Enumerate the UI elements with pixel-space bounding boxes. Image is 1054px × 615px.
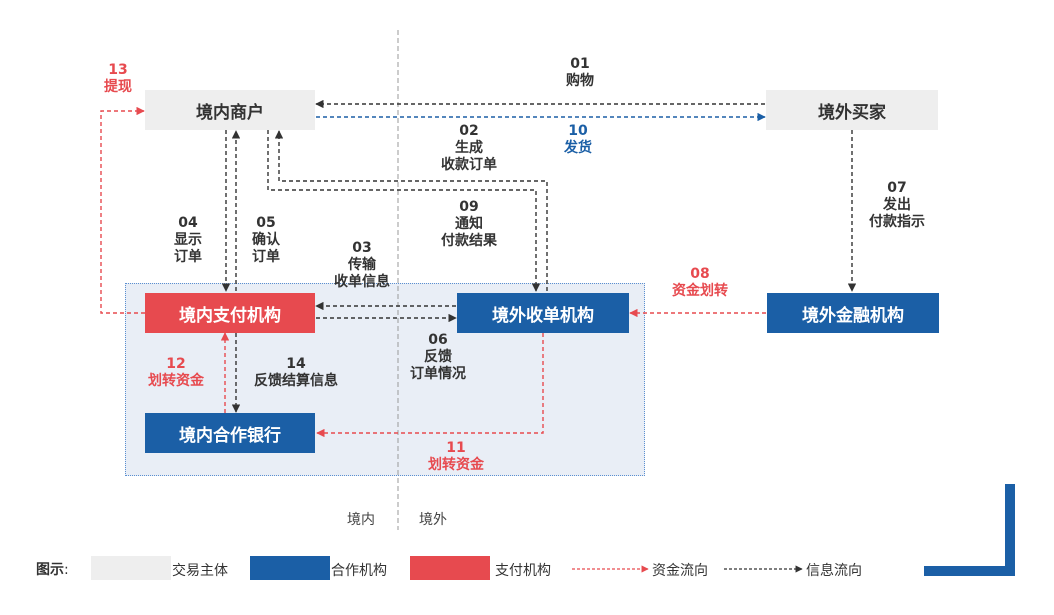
step-14-num: 14 [286, 356, 306, 372]
step-02-label: 02 生成 收款订单 [424, 123, 514, 174]
step-08-text: 资金划转 [672, 283, 728, 299]
step-12-num: 12 [166, 356, 186, 372]
step-03-text-2: 收单信息 [334, 274, 390, 290]
node-overseas-acquirer: 境外收单机构 [457, 293, 629, 333]
arrow-11-transfer-funds [316, 333, 544, 438]
step-06-label: 06 反馈 订单情况 [398, 332, 478, 383]
step-03-num: 03 [352, 240, 372, 256]
legend-title-text: 图示 [36, 562, 64, 578]
node-overseas-financial-institution: 境外金融机构 [767, 293, 939, 333]
step-02-text-1: 生成 [455, 140, 483, 156]
step-07-num: 07 [887, 180, 907, 196]
legend-partner-swatch [250, 556, 330, 580]
step-09-text-2: 付款结果 [441, 233, 497, 249]
corner-decoration-vertical [1005, 484, 1015, 576]
step-13-num: 13 [108, 62, 128, 78]
step-06-text-2: 订单情况 [410, 366, 466, 382]
step-10-text: 发货 [564, 140, 592, 156]
step-13-label: 13 提现 [98, 62, 138, 96]
step-03-text-1: 传输 [348, 257, 376, 273]
legend-subject-label: 交易主体 [172, 563, 228, 579]
step-04-num: 04 [178, 215, 198, 231]
legend-title: 图示: [36, 559, 69, 579]
step-02-text-2: 收款订单 [441, 157, 497, 173]
step-07-label: 07 发出 付款指示 [855, 180, 939, 231]
arrow-09-notify-result [274, 130, 548, 291]
step-06-text-1: 反馈 [424, 349, 452, 365]
legend-payment-label: 支付机构 [495, 563, 551, 579]
arrow-02-create-order [267, 130, 541, 292]
step-04-text-1: 显示 [174, 232, 202, 248]
step-04-label: 04 显示 订单 [166, 215, 210, 266]
step-13-text: 提现 [104, 79, 132, 95]
step-02-num: 02 [459, 123, 479, 139]
node-domestic-partner-bank: 境内合作银行 [145, 413, 315, 453]
step-11-num: 11 [446, 440, 466, 456]
step-14-label: 14 反馈结算信息 [244, 356, 348, 390]
step-03-label: 03 传输 收单信息 [322, 240, 402, 291]
step-04-text-2: 订单 [174, 249, 202, 265]
legend-partner-label: 合作机构 [331, 563, 387, 579]
step-07-text-2: 付款指示 [869, 214, 925, 230]
legend-subject-swatch [91, 556, 171, 580]
step-01-text: 购物 [566, 73, 594, 89]
arrow-13-withdraw [100, 106, 145, 314]
step-06-num: 06 [428, 332, 448, 348]
step-11-text: 划转资金 [428, 457, 484, 473]
step-10-label: 10 发货 [558, 123, 598, 157]
step-10-num: 10 [568, 123, 588, 139]
legend-payment-swatch [410, 556, 490, 580]
legend-title-colon: : [64, 562, 69, 578]
legend-info-flow-label: 信息流向 [806, 563, 862, 579]
step-09-num: 09 [459, 199, 479, 215]
step-12-text: 划转资金 [148, 373, 204, 389]
step-01-label: 01 购物 [562, 56, 598, 90]
node-domestic-payment-institution: 境内支付机构 [145, 293, 315, 333]
step-14-text: 反馈结算信息 [254, 373, 338, 389]
step-05-label: 05 确认 订单 [244, 215, 288, 266]
step-08-num: 08 [690, 266, 710, 282]
step-05-text-2: 订单 [252, 249, 280, 265]
node-domestic-merchant: 境内商户 [145, 90, 315, 130]
region-domestic-label: 境内 [347, 512, 375, 528]
step-12-label: 12 划转资金 [138, 356, 214, 390]
step-07-text-1: 发出 [883, 197, 911, 213]
step-11-label: 11 划转资金 [418, 440, 494, 474]
node-overseas-buyer: 境外买家 [766, 90, 938, 130]
step-08-label: 08 资金划转 [662, 266, 738, 300]
legend-fund-flow-label: 资金流向 [652, 563, 708, 579]
step-09-text-1: 通知 [455, 216, 483, 232]
step-01-num: 01 [570, 56, 590, 72]
step-05-num: 05 [256, 215, 276, 231]
step-09-label: 09 通知 付款结果 [424, 199, 514, 250]
corner-decoration-horizontal [924, 566, 1015, 576]
step-05-text-1: 确认 [252, 232, 280, 248]
region-overseas-label: 境外 [419, 512, 447, 528]
